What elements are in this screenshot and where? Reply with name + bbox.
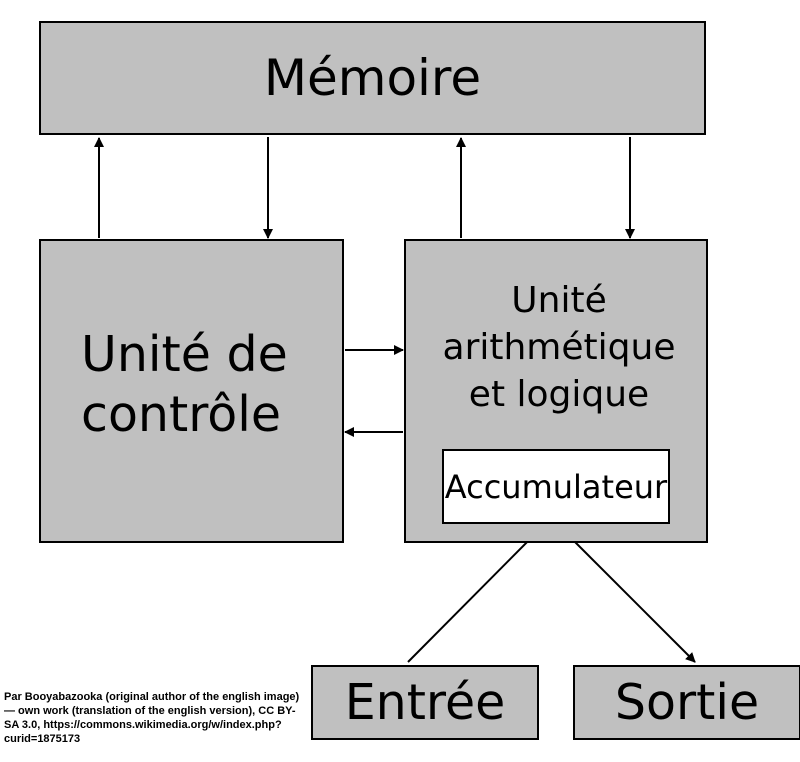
accumulator-box: Accumulateur [442,449,670,524]
control-unit-label: Unité de contrôle [81,326,288,443]
output-box: Sortie [573,665,800,740]
memory-label: Mémoire [263,49,482,107]
attribution-credit: Par Booyabazooka (original author of the… [4,691,300,745]
input-box: Entrée [311,665,539,740]
alu-label: Unité arithmétique et logique [442,280,676,415]
control-unit-box: Unité de contrôle [39,239,344,543]
accumulator-label: Accumulateur [444,467,668,506]
output-label: Sortie [614,674,760,731]
arrow-input-to-accumulator [407,525,544,663]
arrow-accumulator-to-output [558,525,696,663]
memory-box: Mémoire [39,21,706,135]
input-label: Entrée [344,674,506,731]
